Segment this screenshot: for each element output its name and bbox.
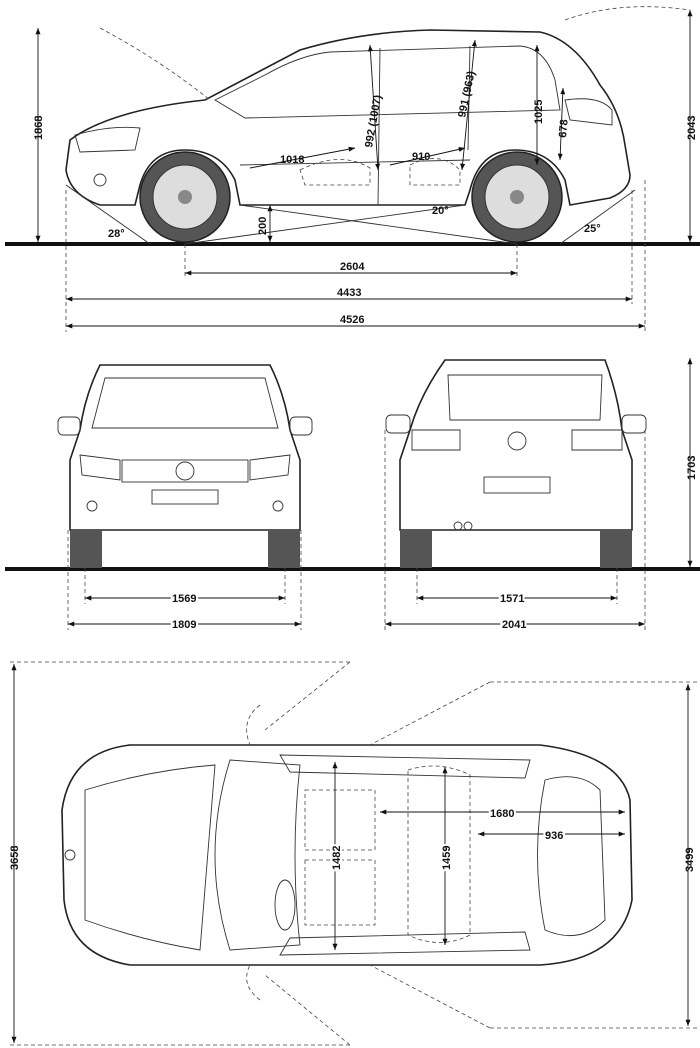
side-body-outline [65, 29, 631, 206]
tail-lights [411, 429, 623, 451]
front-body-outline [69, 364, 301, 531]
rear-right-mirror [621, 414, 647, 434]
rear-window-top [537, 776, 606, 937]
rear-right-tire [600, 530, 632, 568]
dim-doors-open-front-label: 3658 [9, 846, 21, 870]
side-view: 1868 2043 992 (1007) 991 (963) 1025 678 … [5, 6, 700, 332]
hood [84, 764, 216, 951]
front-left-tire [70, 530, 102, 568]
dim-ground-clearance-label: 200 [257, 217, 269, 235]
dim-wheelbase-label: 2604 [340, 261, 365, 273]
tail-light [564, 98, 613, 126]
top-body-outline [61, 744, 633, 966]
dim-front-shoulder-label: 1482 [331, 846, 343, 870]
windshield [91, 377, 279, 429]
dim-width-mirrors-label: 2041 [502, 619, 526, 631]
dim-tailgate-label: 678 [557, 119, 571, 138]
rear-view: 1703 1571 2041 [384, 358, 698, 633]
license-plate [151, 489, 219, 505]
dim-rear-track-label: 1571 [500, 593, 524, 605]
dim-cargo-length-label: 1680 [490, 808, 514, 820]
left-mirror [57, 416, 81, 436]
dim-rear-legroom-label: 910 [412, 151, 430, 163]
dim-length-total-label: 4526 [340, 314, 364, 326]
departure-angle-label: 25° [584, 223, 601, 235]
rear-license-plate [483, 476, 551, 494]
dim-doors-open-rear-label: 3499 [684, 848, 696, 872]
ramp-angle-label: 20° [432, 205, 449, 217]
dim-rear-shoulder-label: 1459 [441, 846, 453, 870]
front-wheel [139, 151, 231, 243]
approach-angle-label: 28° [108, 228, 125, 240]
front-right-tire [268, 530, 300, 568]
dim-height-label: 1868 [33, 116, 45, 140]
windshield-top [214, 759, 301, 951]
dim-rear-headroom-label: 991 (963) [456, 70, 478, 119]
rear-left-tire [400, 530, 432, 568]
rear-wheel [471, 151, 563, 243]
rear-window [447, 374, 603, 421]
right-mirror [289, 416, 313, 436]
top-view: 3658 3499 1680 936 1482 1459 [9, 661, 700, 1046]
dim-front-track-label: 1569 [172, 593, 196, 605]
headlight [74, 126, 141, 153]
dim-loading-height-label: 1025 [533, 100, 545, 124]
side-windows [214, 45, 561, 119]
rear-vw-logo [507, 431, 527, 451]
dim-height-rails-label: 2043 [686, 116, 698, 140]
front-view: 1569 1809 [57, 364, 313, 633]
dim-width-label: 1809 [172, 619, 196, 631]
dim-length-label: 4433 [337, 287, 361, 299]
dim-rear-height-label: 1703 [686, 456, 698, 480]
vw-logo [175, 461, 195, 481]
dim-front-headroom-label: 992 (1007) [363, 94, 384, 149]
rear-left-mirror [385, 414, 411, 434]
rear-body-outline [399, 359, 633, 531]
dim-front-legroom-label: 1018 [280, 154, 304, 166]
dim-cargo-seats-label: 936 [545, 830, 563, 842]
grille [121, 459, 249, 483]
